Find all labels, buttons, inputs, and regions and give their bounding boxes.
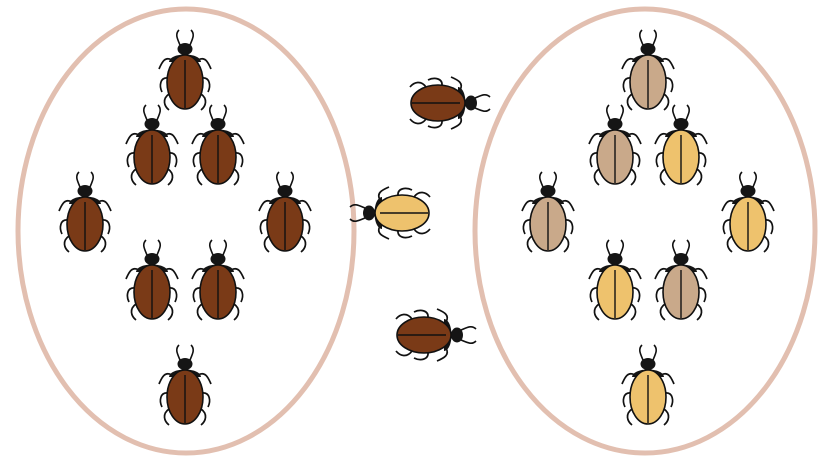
right-population-beetle-icon: [522, 172, 574, 252]
left-population-beetle-icon: [59, 172, 111, 252]
left-population-beetle-icon: [192, 105, 244, 185]
right-population-beetle-icon: [589, 240, 641, 320]
left-population-beetle-icon: [159, 345, 211, 425]
right-population-beetle-icon: [589, 105, 641, 185]
migrating-beetle-icon: [410, 77, 490, 129]
left-population-beetle-icon: [159, 30, 211, 110]
beetle-layer: [59, 30, 774, 425]
left-population-beetle-icon: [192, 240, 244, 320]
right-population-beetle-icon: [655, 240, 707, 320]
right-population-beetle-icon: [722, 172, 774, 252]
left-population-beetle-icon: [126, 105, 178, 185]
right-population-beetle-icon: [622, 345, 674, 425]
migrating-beetle-icon: [396, 309, 476, 361]
left-population-beetle-icon: [126, 240, 178, 320]
migrating-beetle-icon: [350, 187, 430, 239]
left-population-beetle-icon: [259, 172, 311, 252]
right-population-beetle-icon: [622, 30, 674, 110]
right-population-beetle-icon: [655, 105, 707, 185]
